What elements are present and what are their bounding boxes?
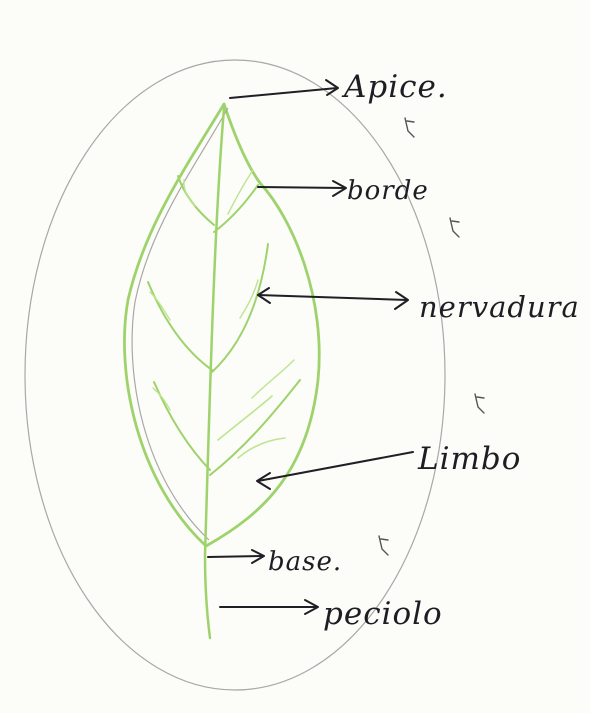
label-peciolo: peciolo bbox=[323, 596, 443, 632]
label-base: base. bbox=[268, 547, 342, 577]
label-borde: borde bbox=[347, 176, 429, 206]
label-nervadura: nervadura bbox=[419, 290, 580, 324]
label-apice: Apice. bbox=[341, 69, 448, 105]
base-arrow bbox=[208, 556, 263, 557]
border-arrow bbox=[258, 187, 345, 188]
label-limbo: Limbo bbox=[417, 441, 521, 477]
